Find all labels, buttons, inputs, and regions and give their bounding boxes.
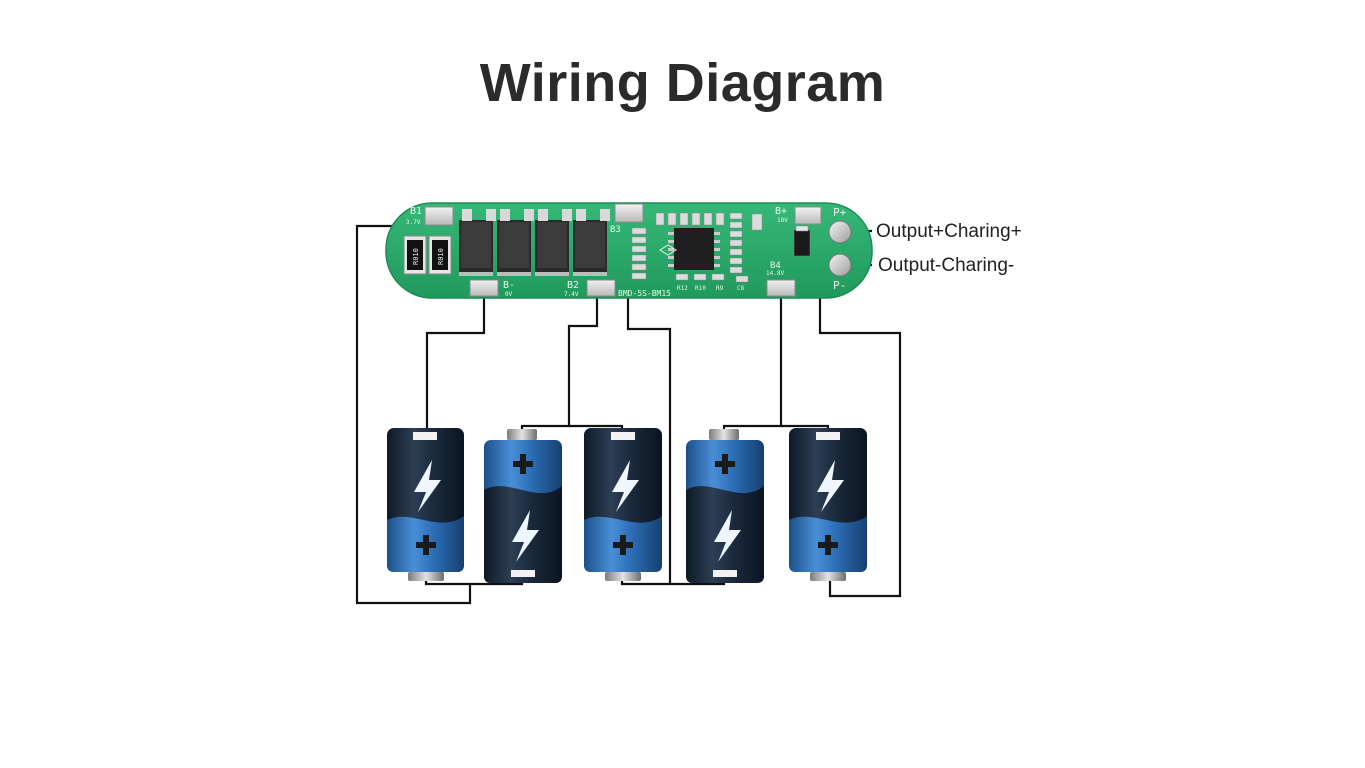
wire-b2-to-battery2-3-top <box>520 289 599 431</box>
page-title: Wiring Diagram <box>479 53 886 113</box>
battery-3 <box>584 428 662 581</box>
resistor-1-core <box>407 240 423 270</box>
pad-b3[interactable] <box>614 203 644 223</box>
label-component-r9: R9 <box>716 285 724 292</box>
wire-b-minus-to-battery1-top <box>425 289 486 428</box>
lightning-bolt-icon <box>612 460 639 512</box>
battery-4 <box>686 429 764 583</box>
bms-board: B1 3.7V B- 0V B2 7.4V B3 B4 14.8V B+ 18V… <box>385 202 873 299</box>
label-b-plus: B+ <box>775 206 787 217</box>
wire-b3-to-battery3-4-bottom <box>620 219 672 586</box>
label-board-model: BMD-5S-BM15 <box>618 289 671 298</box>
plus-icon <box>416 535 436 555</box>
label-b2: B2 <box>567 280 579 291</box>
label-component-c8: C8 <box>737 285 745 292</box>
label-p-minus: P- <box>833 279 846 292</box>
output-positive-label: Output+Charing+ <box>876 221 1022 242</box>
pad-b2[interactable] <box>586 279 616 297</box>
label-component-r12: R12 <box>677 285 688 292</box>
pad-b1[interactable] <box>424 206 454 226</box>
label-b1: B1 <box>410 206 422 217</box>
pad-b-minus[interactable] <box>469 279 499 297</box>
label-b-minus: B- <box>503 280 515 291</box>
pad-b4[interactable] <box>766 279 796 297</box>
lightning-bolt-icon <box>512 510 539 562</box>
label-component-r10: R10 <box>695 285 706 292</box>
battery-2 <box>484 429 562 583</box>
output-negative-label: Output-Charing- <box>878 255 1014 276</box>
label-b4-voltage: 14.8V <box>766 270 784 277</box>
plus-icon <box>818 535 838 555</box>
plus-icon <box>613 535 633 555</box>
terminal-p-minus[interactable] <box>828 253 852 277</box>
label-resistor-2: R010 <box>437 248 445 265</box>
plus-icon <box>715 454 735 474</box>
lightning-bolt-icon <box>817 460 844 512</box>
label-b-plus-voltage: 18V <box>777 217 788 224</box>
wire-b4-to-battery4-5-top <box>722 289 783 431</box>
pad-b-plus[interactable] <box>794 206 822 225</box>
label-b3: B3 <box>610 225 621 235</box>
label-resistor-1: R010 <box>412 248 420 265</box>
plus-icon <box>513 454 533 474</box>
lightning-bolt-icon <box>414 460 441 512</box>
mosfets <box>459 209 610 276</box>
wire-battery5-top-link <box>781 424 830 428</box>
ic-chip <box>659 228 720 270</box>
label-p-plus: P+ <box>833 206 847 219</box>
wire-battery3-top-link <box>569 424 624 428</box>
lightning-bolt-icon <box>714 510 741 562</box>
battery-5 <box>789 428 867 581</box>
smd-components <box>631 212 811 283</box>
label-b-minus-voltage: 0V <box>505 291 513 298</box>
resistor-2-core <box>432 240 448 270</box>
label-b2-voltage: 7.4V <box>564 291 579 298</box>
terminal-p-plus[interactable] <box>828 220 852 244</box>
battery-1 <box>387 428 464 581</box>
label-b4: B4 <box>770 261 781 271</box>
label-b1-voltage: 3.7V <box>406 219 421 226</box>
